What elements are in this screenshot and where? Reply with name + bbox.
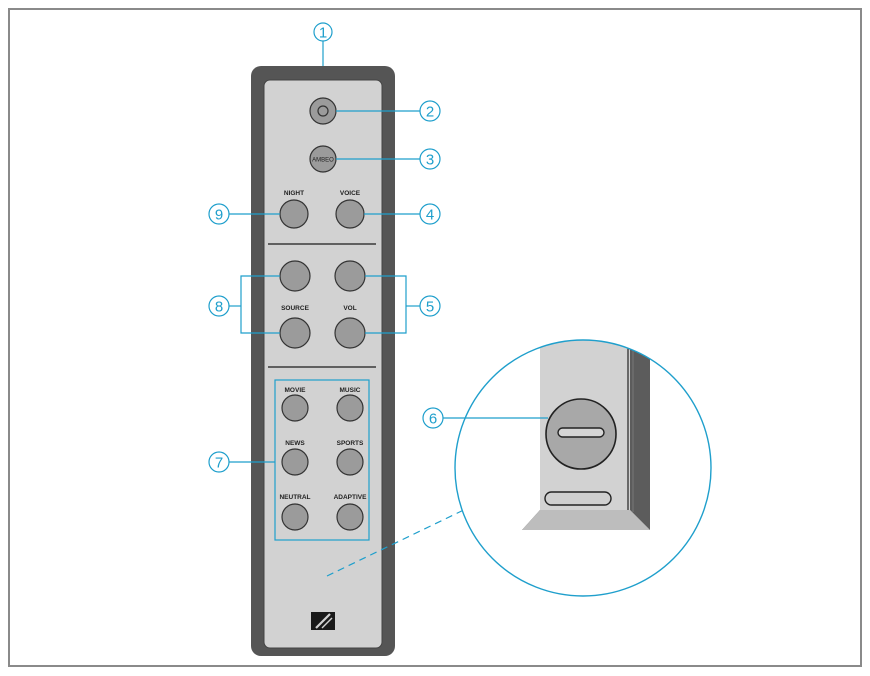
- callout-6: 6: [422, 407, 444, 429]
- power-icon: [317, 105, 329, 117]
- svg-text:1: 1: [319, 25, 327, 42]
- battery-compartment-detail: [454, 339, 712, 597]
- vol-label: VOL: [343, 305, 356, 312]
- power-button[interactable]: [309, 97, 337, 125]
- source-up-button[interactable]: [279, 260, 311, 292]
- news-button[interactable]: [281, 448, 309, 476]
- neutral-button[interactable]: [281, 503, 309, 531]
- zoom-leader-line: [326, 505, 473, 577]
- svg-text:7: 7: [215, 455, 223, 472]
- volume-down-button[interactable]: [334, 317, 366, 349]
- sports-button[interactable]: [336, 448, 364, 476]
- neutral-label: NEUTRAL: [279, 494, 310, 501]
- callout-7: 7: [208, 451, 230, 473]
- svg-text:4: 4: [426, 207, 434, 224]
- svg-text:3: 3: [426, 152, 434, 169]
- callout-2: 2: [419, 100, 441, 122]
- callout-4: 4: [419, 203, 441, 225]
- music-button[interactable]: [336, 394, 364, 422]
- news-label: NEWS: [285, 440, 305, 447]
- svg-text:2: 2: [426, 104, 434, 121]
- svg-text:9: 9: [215, 207, 223, 224]
- source-label: SOURCE: [281, 305, 309, 312]
- sound-mode-area: [274, 379, 370, 541]
- movie-button[interactable]: [281, 394, 309, 422]
- callout-3: 3: [419, 148, 441, 170]
- voice-button[interactable]: [335, 199, 365, 229]
- callout-8: 8: [208, 295, 230, 317]
- svg-text:8: 8: [215, 299, 223, 316]
- voice-label: VOICE: [340, 190, 361, 197]
- night-button[interactable]: [279, 199, 309, 229]
- sports-label: SPORTS: [337, 440, 364, 447]
- music-label: MUSIC: [340, 387, 361, 394]
- callout-5: 5: [419, 295, 441, 317]
- callout-9: 9: [208, 203, 230, 225]
- svg-text:6: 6: [429, 411, 437, 428]
- callout-markers: 1 2 3 4 5 6 7 8: [208, 22, 444, 473]
- svg-text:5: 5: [426, 299, 434, 316]
- movie-label: MOVIE: [285, 387, 307, 394]
- adaptive-button[interactable]: [336, 503, 364, 531]
- ambeo-button[interactable]: AMBEO: [309, 145, 337, 173]
- volume-up-button[interactable]: [334, 260, 366, 292]
- adaptive-label: ADAPTIVE: [334, 494, 368, 501]
- sennheiser-logo-icon: [311, 612, 335, 630]
- callout-lines: [229, 41, 548, 463]
- callout-1: 1: [313, 22, 333, 42]
- source-down-button[interactable]: [279, 317, 311, 349]
- night-label: NIGHT: [284, 190, 304, 197]
- ambeo-label: AMBEO: [312, 158, 334, 164]
